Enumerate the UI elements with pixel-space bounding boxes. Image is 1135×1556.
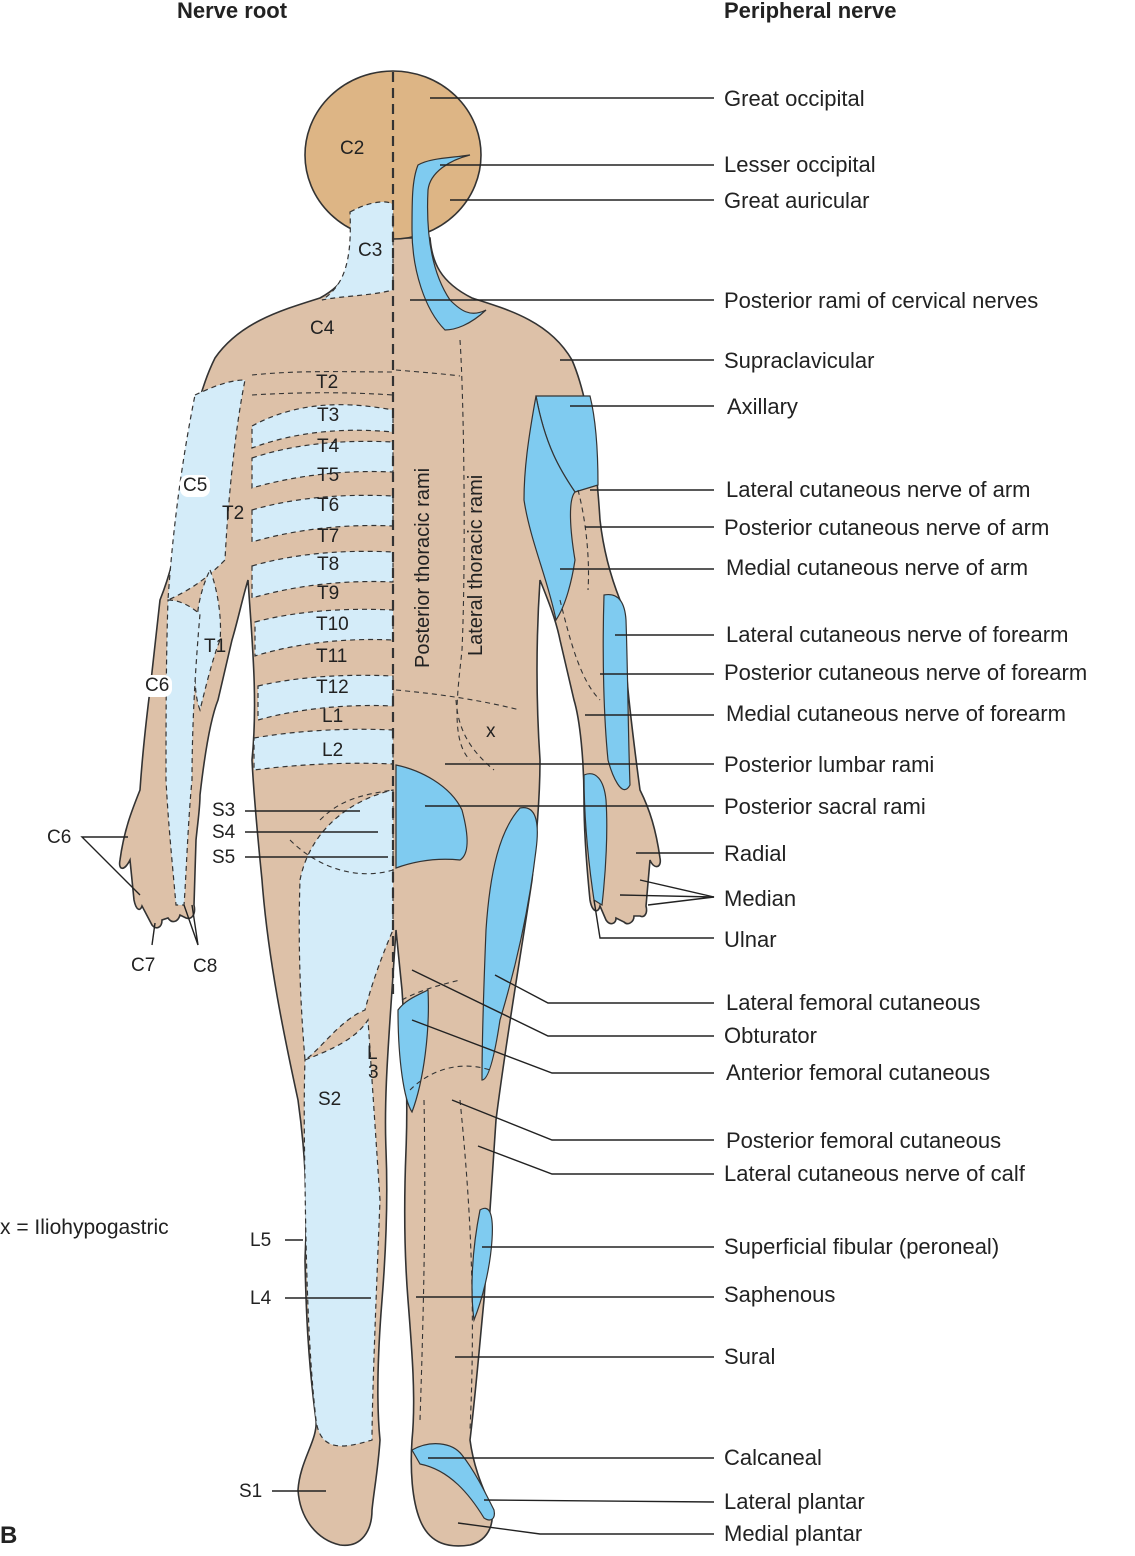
dermatome-c8: C8 (193, 956, 218, 977)
dermatome-l3-number: 3 (368, 1062, 379, 1083)
nerve-label-ulnar: Ulnar (724, 927, 777, 952)
dermatome-t8: T8 (317, 554, 340, 575)
dermatome-l3-letter: L (367, 1043, 378, 1064)
nerve-label-lateral-cutaneous-calf: Lateral cutaneous nerve of calf (724, 1161, 1025, 1186)
posterior-thoracic-rami-label: Posterior thoracic rami (412, 467, 434, 668)
nerve-label-great-occipital: Great occipital (724, 86, 865, 111)
nerve-label-posterior-sacral-rami: Posterior sacral rami (724, 794, 926, 819)
nerve-label-posterior-lumbar-rami: Posterior lumbar rami (724, 752, 935, 777)
nerve-label-medial-plantar: Medial plantar (724, 1521, 863, 1546)
nerve-label-median: Median (724, 886, 797, 911)
nerve-label-anterior-femoral-cutaneous: Anterior femoral cutaneous (726, 1060, 991, 1085)
nerve-label-supraclavicular: Supraclavicular (724, 348, 875, 373)
nerve-label-obturator: Obturator (724, 1023, 817, 1048)
nerve-label-lesser-occipital: Lesser occipital (724, 152, 876, 177)
nerve-label-radial: Radial (724, 841, 787, 866)
dermatome-s1: S1 (239, 1481, 263, 1502)
dermatome-s2: S2 (318, 1089, 342, 1110)
dermatome-t12: T12 (316, 677, 349, 698)
nerve-areas (395, 154, 631, 1521)
dermatome-s4: S4 (212, 822, 236, 843)
dermatome-t4: T4 (317, 436, 340, 457)
dermatome-c7: C7 (131, 955, 156, 976)
dermatome-t9: T9 (317, 583, 340, 604)
contour-lines (251, 339, 601, 1431)
iliohypogastric-marker: x (486, 721, 496, 742)
nerve-label-great-auricular: Great auricular (724, 188, 870, 213)
dermatome-s5: S5 (212, 847, 236, 868)
dermatome-t2-arm: T2 (222, 503, 245, 524)
dermatome-l5: L5 (250, 1230, 272, 1251)
dermatome-c3: C3 (358, 240, 383, 261)
dermatome-t11: T11 (316, 646, 348, 667)
peripheral-nerve-header: Peripheral nerve (724, 0, 897, 23)
dermatome-c6: C6 (142, 675, 173, 697)
panel-letter: B (0, 1522, 18, 1549)
nerve-label-posterior-cutaneous-forearm: Posterior cutaneous nerve of forearm (724, 660, 1088, 685)
dermatome-t10: T10 (316, 614, 349, 635)
nerve-label-medial-cutaneous-arm: Medial cutaneous nerve of arm (726, 555, 1029, 580)
nerve-label-sural: Sural (724, 1344, 776, 1369)
dermatome-t3: T3 (317, 405, 340, 426)
lateral-thoracic-rami-label: Lateral thoracic rami (465, 474, 487, 656)
nerve-root-header: Nerve root (177, 0, 288, 23)
dermatome-c6-hand: C6 (47, 827, 72, 848)
nerve-label-lateral-cutaneous-forearm: Lateral cutaneous nerve of forearm (726, 622, 1069, 647)
dermatome-t1: T1 (204, 636, 227, 657)
dermatome-t6: T6 (317, 495, 340, 516)
dermatome-l2: L2 (322, 740, 344, 761)
nerve-label-lateral-plantar: Lateral plantar (724, 1489, 865, 1514)
dermatome-c5: C5 (180, 475, 211, 497)
nerve-label-lateral-femoral-cutaneous: Lateral femoral cutaneous (726, 990, 981, 1015)
nerve-label-saphenous: Saphenous (724, 1282, 836, 1307)
dermatome-t2: T2 (316, 372, 339, 393)
nerve-label-lateral-cutaneous-arm: Lateral cutaneous nerve of arm (726, 477, 1031, 502)
pointer-lines (80, 97, 715, 1535)
nerve-label-posterior-femoral-cutaneous: Posterior femoral cutaneous (726, 1128, 1002, 1153)
nerve-label-posterior-rami-cervical: Posterior rami of cervical nerves (724, 288, 1039, 313)
nerve-label-axillary: Axillary (727, 394, 798, 419)
dermatome-t7: T7 (317, 526, 340, 547)
nerve-label-medial-cutaneous-forearm: Medial cutaneous nerve of forearm (726, 701, 1066, 726)
nerve-label-superficial-fibular: Superficial fibular (peroneal) (724, 1234, 1000, 1259)
dermatome-t5: T5 (317, 465, 340, 486)
dermatome-l4: L4 (250, 1288, 272, 1309)
dermatome-c2: C2 (340, 138, 365, 159)
nerve-label-calcaneal: Calcaneal (724, 1445, 822, 1470)
dermatome-l1: L1 (322, 706, 344, 727)
dermatome-c4: C4 (310, 318, 335, 339)
nerve-label-posterior-cutaneous-arm: Posterior cutaneous nerve of arm (724, 515, 1050, 540)
dermatome-s3: S3 (212, 800, 236, 821)
legend-note: x = Iliohypogastric (0, 1216, 169, 1239)
